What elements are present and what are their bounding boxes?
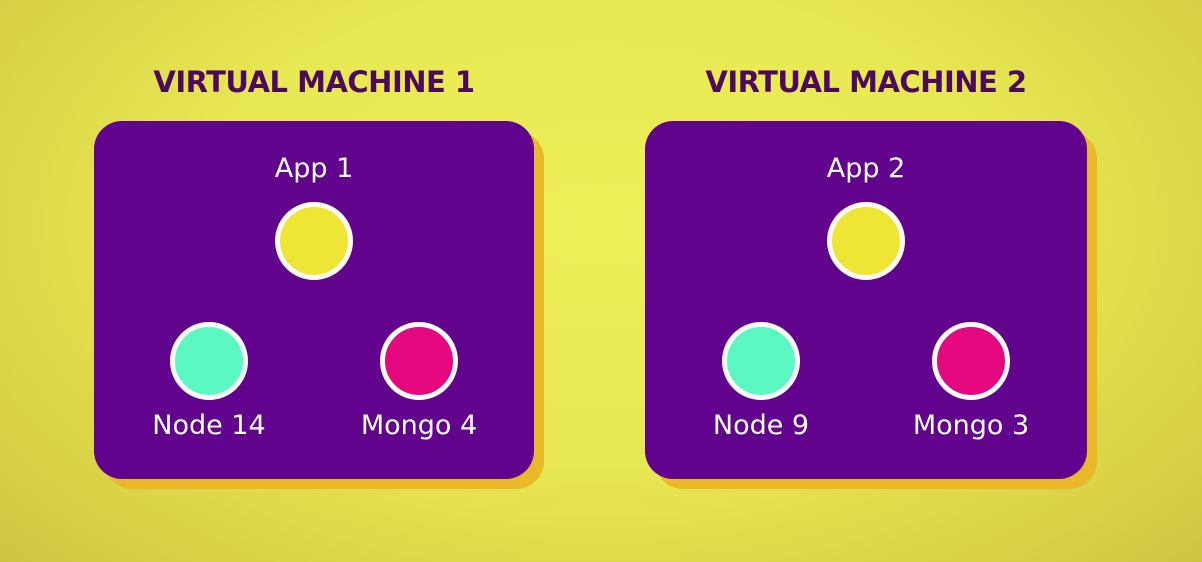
- vm2-mongo-circle: [932, 322, 1010, 400]
- vm1-box: App 1 Node 14 Mongo 4: [94, 121, 534, 479]
- vm1-mongo-label: Mongo 4: [360, 410, 478, 441]
- vm2-node-label: Node 9: [712, 410, 810, 441]
- vm2-title: VIRTUAL MACHINE 2: [705, 65, 1027, 99]
- vm2-app-label: App 2: [826, 153, 906, 184]
- vm1-mongo-circle: [380, 322, 458, 400]
- vm1-node-label: Node 14: [152, 410, 266, 441]
- vm2-app-circle: [827, 202, 905, 280]
- vm1-app-label: App 1: [274, 153, 354, 184]
- vm1-app-circle: [275, 202, 353, 280]
- vm2-box: App 2 Node 9 Mongo 3: [645, 121, 1087, 479]
- vm2-mongo-label: Mongo 3: [912, 410, 1030, 441]
- vm1-node-circle: [170, 322, 248, 400]
- vm2-node-circle: [722, 322, 800, 400]
- vm1-title: VIRTUAL MACHINE 1: [153, 65, 475, 99]
